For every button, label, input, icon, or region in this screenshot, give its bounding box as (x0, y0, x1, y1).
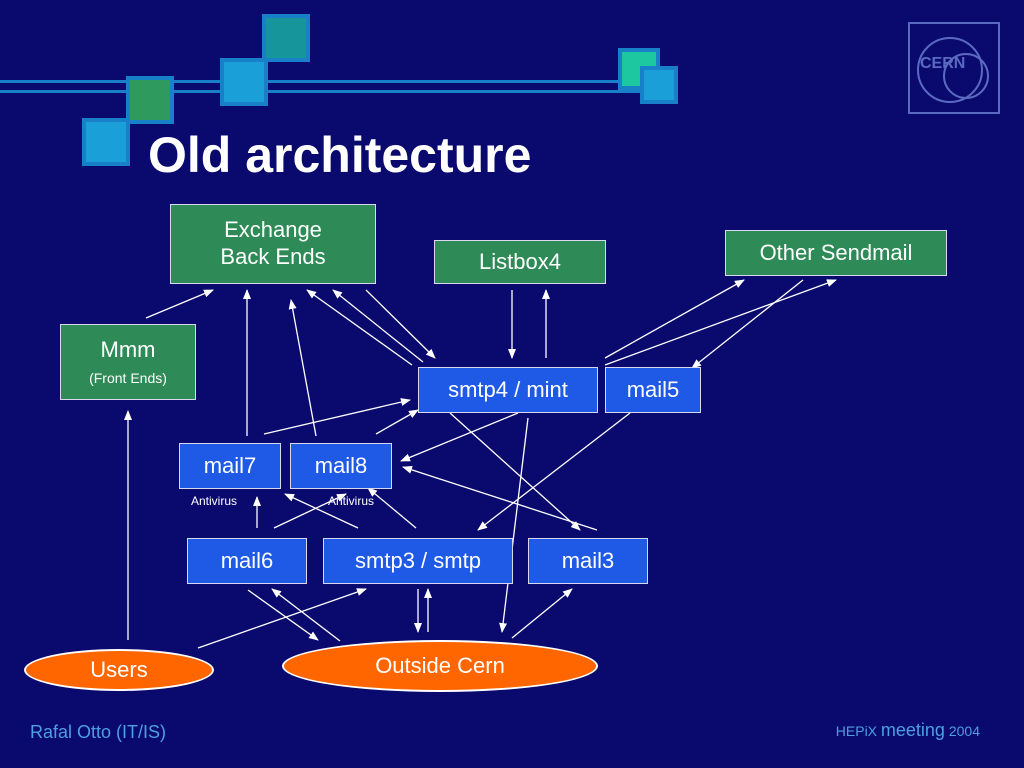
node-mmm-sub: (Front Ends) (89, 369, 167, 386)
node-exchange-back-ends: Exchange Back Ends (170, 204, 376, 284)
node-other-sendmail-label: Other Sendmail (759, 239, 913, 265)
node-other-sendmail: Other Sendmail (725, 230, 947, 276)
node-users: Users (24, 649, 214, 691)
footer-event: HEPiX meeting 2004 (836, 720, 980, 741)
deco-square (82, 118, 130, 166)
node-mail3-label: mail3 (561, 547, 615, 573)
node-smtp4-mint: smtp4 / mint (418, 367, 598, 413)
footer-event-prefix: HEPiX (835, 723, 878, 739)
node-mail6: mail6 (187, 538, 307, 584)
node-exchange-line1: Exchange (224, 217, 322, 243)
node-mmm: Mmm (Front Ends) (60, 324, 196, 400)
node-smtp3-label: smtp3 / smtp (355, 547, 481, 573)
mail8-antivirus-note: Antivirus (328, 494, 375, 508)
node-listbox4-label: Listbox4 (479, 248, 561, 274)
deco-square (220, 58, 268, 106)
node-mail6-label: mail6 (220, 547, 274, 573)
footer-author: Rafal Otto (IT/IS) (30, 722, 167, 742)
cern-logo-text: CERN (920, 55, 965, 72)
node-listbox4: Listbox4 (434, 240, 606, 284)
mail7-antivirus-note: Antivirus (191, 494, 238, 508)
deco-square (262, 14, 310, 62)
node-mail5-label: mail5 (626, 376, 680, 402)
node-smtp4-label: smtp4 / mint (448, 376, 568, 402)
deco-square (640, 66, 678, 104)
header-line (0, 80, 650, 83)
node-mail8-label: mail8 (314, 452, 368, 478)
header-line (0, 90, 650, 93)
footer-event-word: meeting (880, 720, 945, 740)
cern-logo: CERN (908, 22, 1000, 114)
node-mail7: mail7 (179, 443, 281, 489)
node-outside-cern: Outside Cern (282, 640, 598, 692)
node-users-label: Users (90, 657, 148, 682)
node-mail8: mail8 (290, 443, 392, 489)
node-mail3: mail3 (528, 538, 648, 584)
page-title: Old architecture (148, 127, 532, 183)
node-mail7-label: mail7 (203, 452, 257, 478)
deco-square (126, 76, 174, 124)
footer-event-year: 2004 (948, 723, 980, 739)
node-exchange-line2: Back Ends (220, 244, 326, 269)
node-mail5: mail5 (605, 367, 701, 413)
node-smtp3-smtp: smtp3 / smtp (323, 538, 513, 584)
node-mmm-label: Mmm (100, 337, 156, 363)
node-outside-cern-label: Outside Cern (375, 653, 505, 678)
